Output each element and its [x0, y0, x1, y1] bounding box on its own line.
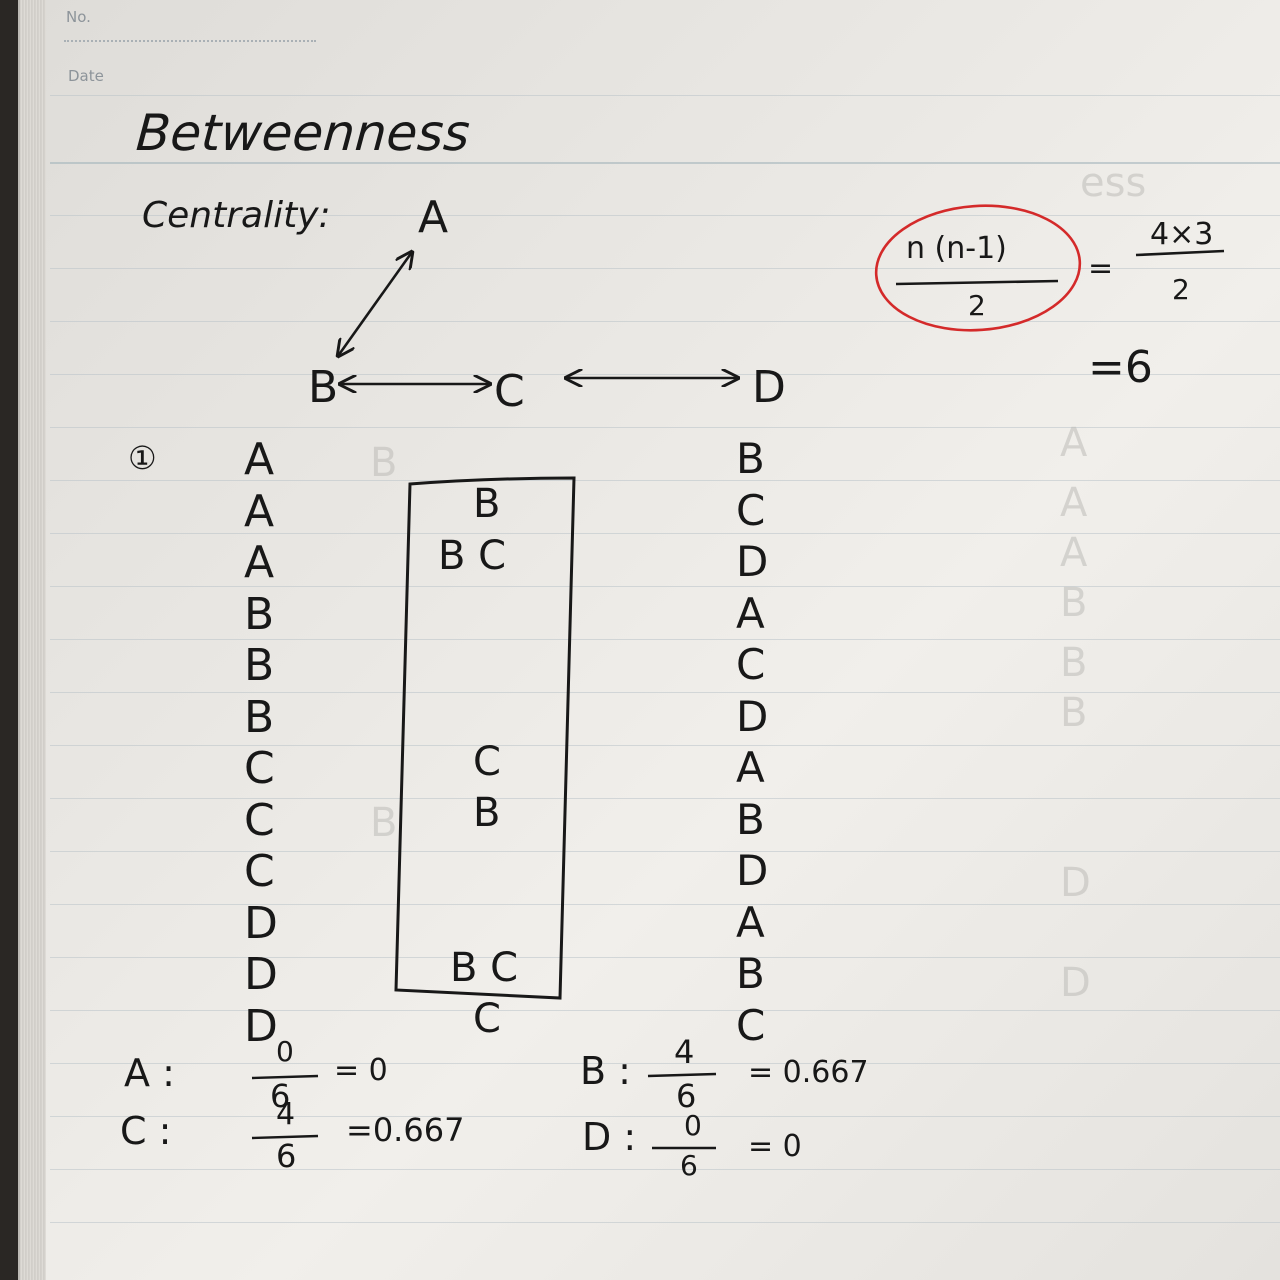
target-node: A [736, 743, 765, 792]
intermediate-node: B C [438, 532, 507, 579]
ruled-line [50, 533, 1280, 534]
result-num-c: 4 [276, 1097, 296, 1132]
result-den-c: 6 [276, 1137, 297, 1175]
source-node: A [244, 434, 275, 485]
no-label: No. [66, 8, 91, 26]
graph-node-b: B [308, 362, 339, 413]
formula-result: =6 [1088, 342, 1153, 393]
source-node: B [244, 691, 275, 743]
formula-example-denominator: 2 [1172, 273, 1190, 306]
target-node: A [736, 588, 765, 638]
header-rule [50, 95, 1280, 96]
fraction-bar [251, 1134, 319, 1140]
target-node: B [736, 949, 765, 998]
intermediate-box [394, 476, 576, 1000]
ruled-line [50, 904, 1280, 905]
notebook-page: No. Date A A A B B B D D B B ess [18, 0, 1280, 1280]
result-value-c: =0.667 [346, 1111, 465, 1149]
result-den-d: 6 [680, 1149, 698, 1182]
source-node: D [244, 897, 278, 949]
target-node: A [736, 897, 765, 947]
result-label-c: C : [120, 1109, 172, 1153]
source-node: A [244, 485, 275, 537]
result-label-a: A : [124, 1051, 175, 1095]
intermediate-node: B C [450, 944, 519, 991]
graph-node-d: D [752, 362, 786, 413]
target-node: D [736, 846, 769, 895]
target-node: B [736, 794, 765, 844]
ruled-line [50, 745, 1280, 746]
formula-equals: = [1088, 251, 1114, 286]
graph-node-c: C [494, 366, 525, 417]
no-field-line [64, 40, 316, 42]
graph-node-a: A [418, 192, 449, 243]
ruled-line [50, 639, 1280, 640]
source-node: D [244, 949, 278, 1000]
ruled-line [50, 957, 1280, 958]
source-node: C [244, 794, 275, 846]
ruled-line [50, 851, 1280, 852]
result-num-d: 0 [684, 1109, 702, 1142]
result-den-a: 6 [270, 1077, 291, 1115]
result-label-d: D : [582, 1115, 637, 1159]
target-node: C [736, 485, 766, 535]
ruled-line [50, 480, 1280, 481]
fraction-bar [1135, 249, 1225, 257]
ruled-line [50, 586, 1280, 587]
result-den-b: 6 [676, 1077, 697, 1115]
result-label-b: B : [580, 1049, 631, 1093]
intermediate-node: B [473, 481, 501, 527]
formula-numerator: n (n-1) [906, 231, 1007, 266]
intermediate-node: B [473, 790, 501, 836]
result-num-b: 4 [674, 1033, 695, 1071]
ruled-line [50, 215, 1280, 216]
page-edge [20, 0, 46, 1280]
intermediate-node: C [473, 738, 501, 785]
date-label: Date [68, 67, 104, 85]
ruled-line [50, 1116, 1280, 1117]
source-node: A [244, 537, 275, 588]
source-node: B [244, 640, 275, 691]
target-node: B [736, 434, 765, 483]
result-num-a: 0 [276, 1035, 294, 1068]
ruled-line [50, 268, 1280, 269]
ruled-line [50, 692, 1280, 693]
fraction-bar [895, 279, 1059, 286]
source-node: D [244, 1000, 278, 1052]
target-node: C [736, 1000, 766, 1050]
formula-example-numerator: 4×3 [1150, 217, 1214, 252]
source-node: C [244, 846, 275, 897]
ruled-line [50, 1063, 1280, 1064]
source-node: B [244, 588, 275, 640]
result-value-a: = 0 [334, 1053, 388, 1088]
result-value-d: = 0 [748, 1129, 802, 1164]
step-marker: ① [128, 439, 157, 477]
ruled-line [50, 1222, 1280, 1223]
fraction-bar [251, 1074, 319, 1080]
target-node: C [736, 640, 766, 689]
edge-a-b [338, 252, 412, 356]
subtitle: Centrality: [142, 195, 331, 236]
formula-denominator: 2 [968, 289, 986, 322]
result-value-b: = 0.667 [748, 1055, 869, 1090]
ruled-line [50, 321, 1280, 322]
intermediate-node: C [473, 996, 501, 1042]
ruled-line [50, 1010, 1280, 1011]
ruled-line [50, 798, 1280, 799]
target-node: D [736, 691, 769, 741]
target-node: D [736, 537, 769, 586]
ruled-line [50, 427, 1280, 428]
ruled-line [50, 1169, 1280, 1170]
title-rule [50, 162, 1280, 164]
source-node: C [244, 743, 275, 794]
formula-circle [874, 204, 1082, 332]
fraction-bar [647, 1072, 717, 1078]
